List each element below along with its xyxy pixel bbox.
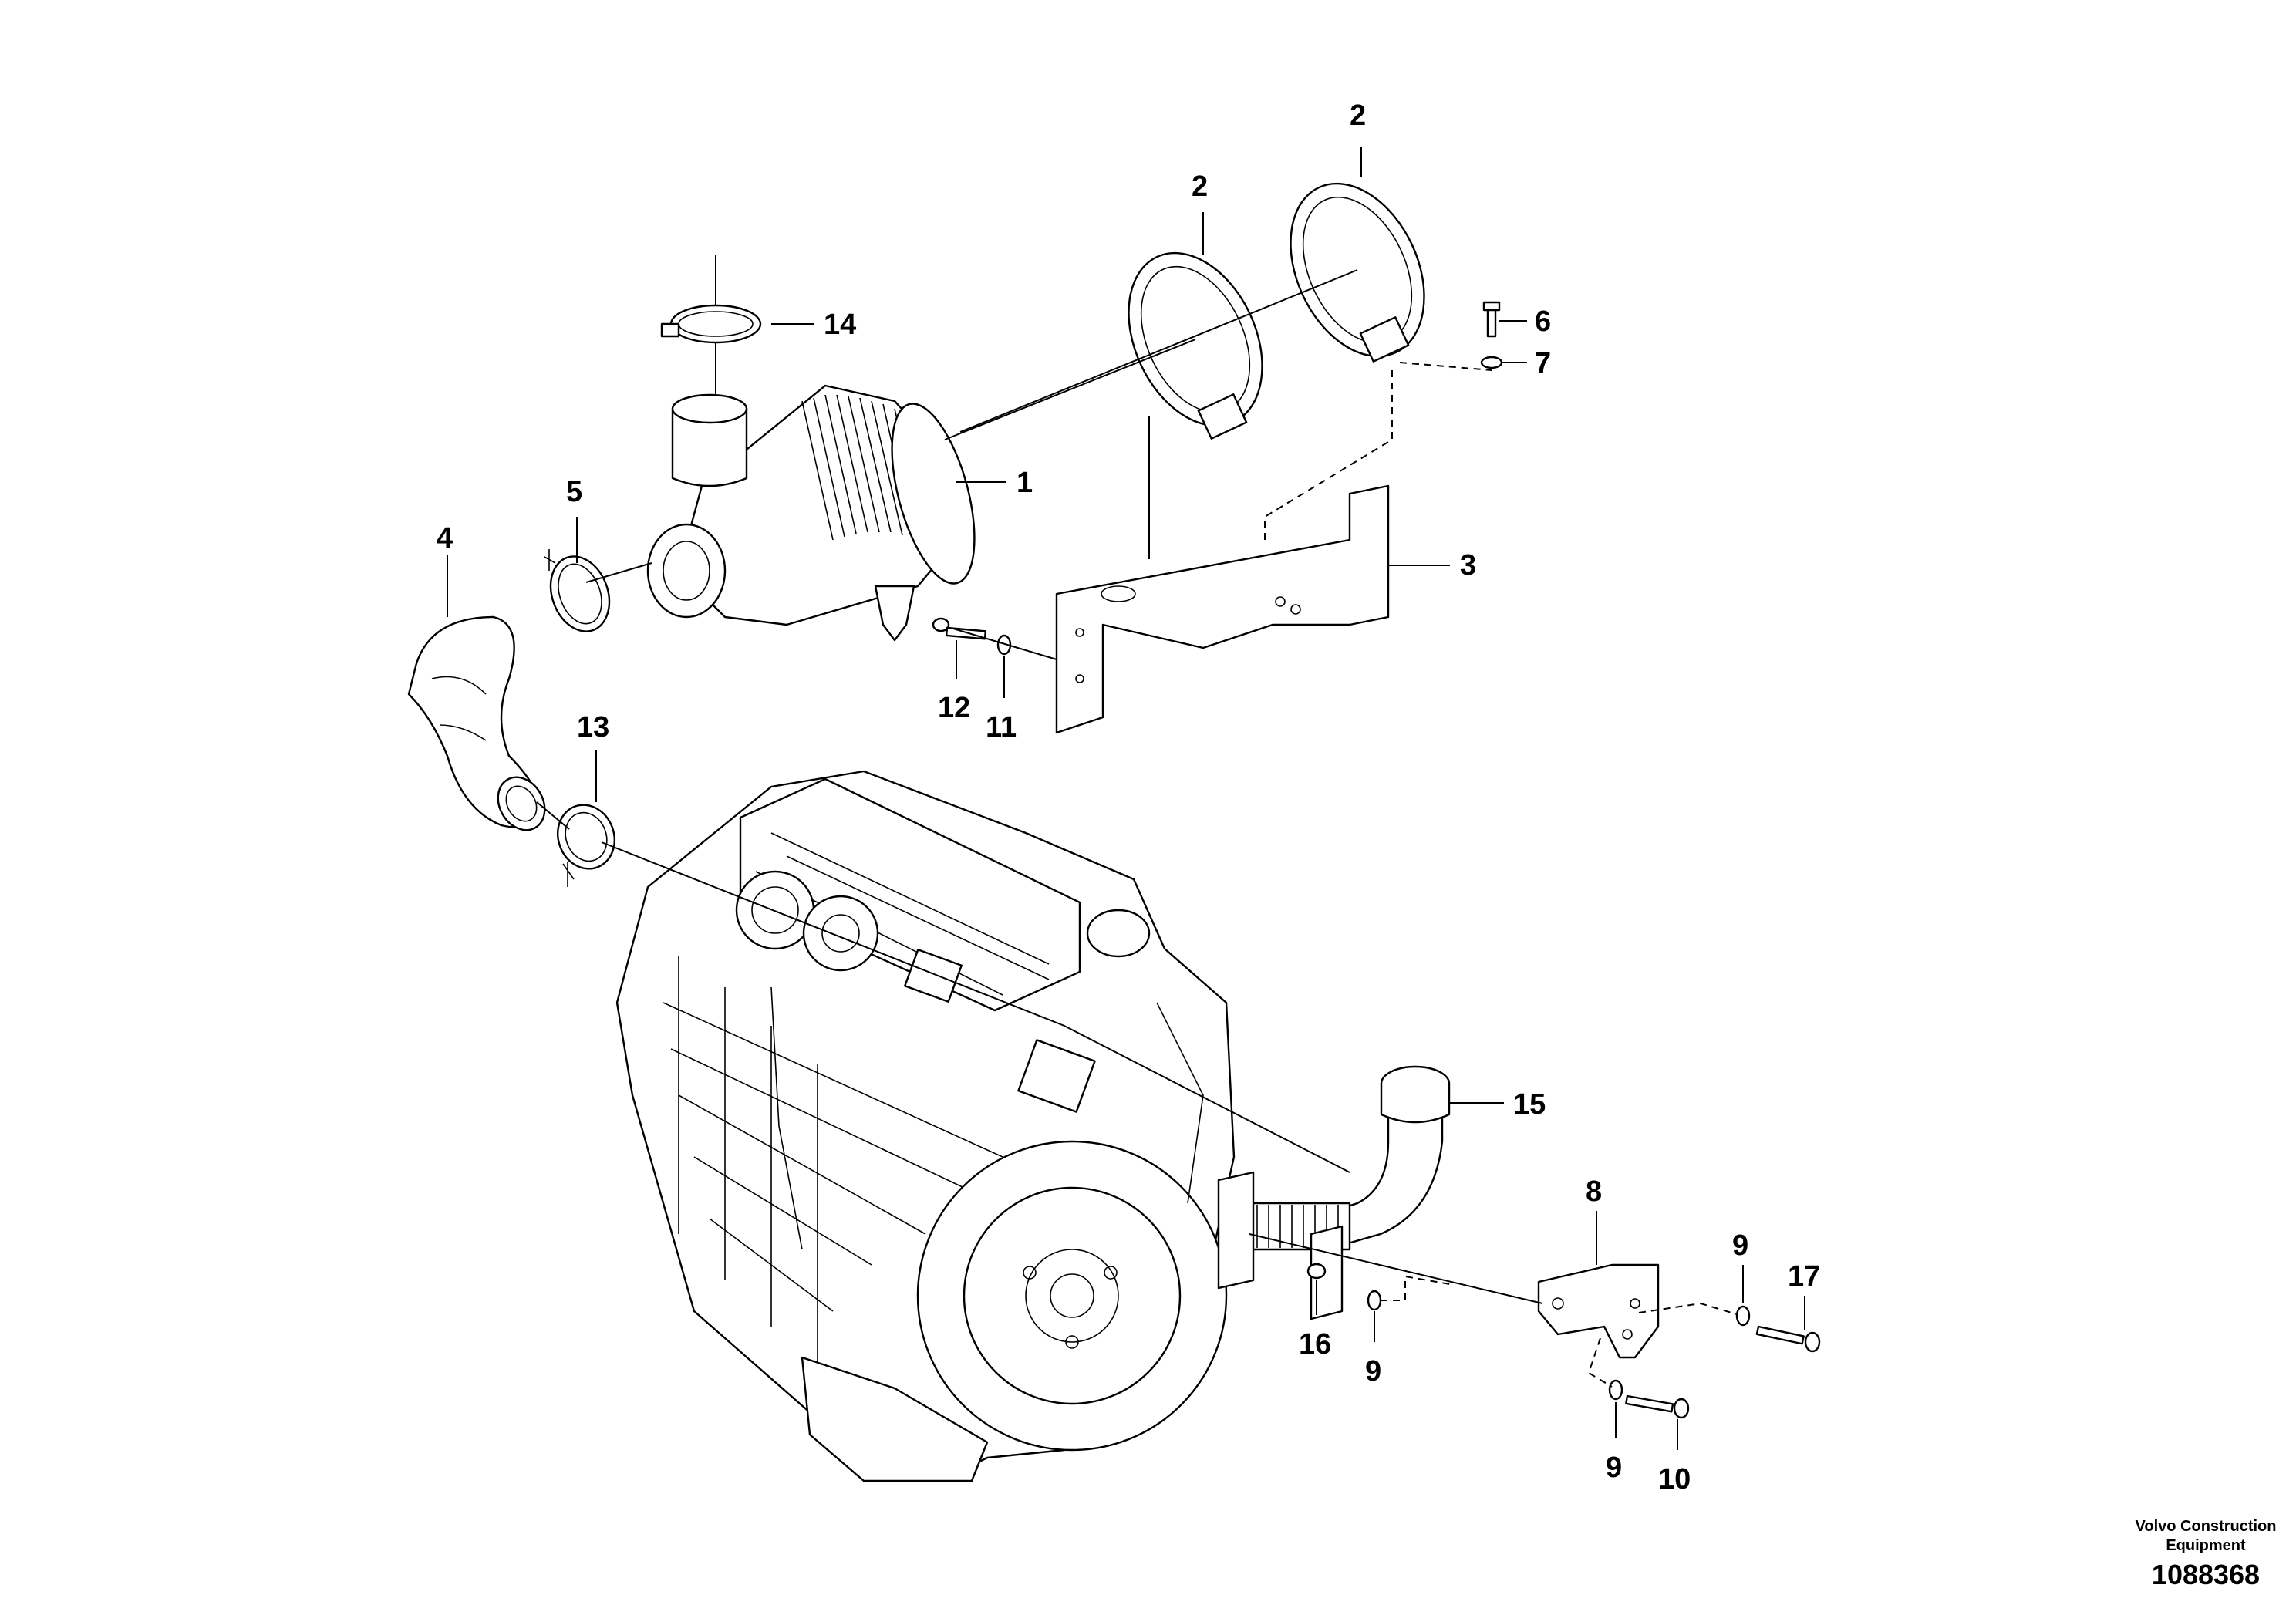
washer-9-bottom — [1608, 1379, 1623, 1401]
callout-14: 14 — [824, 309, 856, 341]
callout-10: 10 — [1658, 1463, 1691, 1496]
callout-labels: 1 2 2 3 4 5 6 7 8 9 9 9 10 11 12 13 14 1… — [437, 99, 1820, 1496]
assembly-lines — [536, 255, 1738, 1388]
exhaust-pipe-15 — [1217, 1065, 1451, 1320]
bracket-3 — [1055, 484, 1390, 734]
washer-9-right — [1735, 1305, 1751, 1327]
callout-4: 4 — [437, 522, 453, 555]
callout-9-right: 9 — [1732, 1229, 1748, 1262]
callout-7: 7 — [1535, 347, 1551, 379]
callout-9-bottom: 9 — [1606, 1452, 1622, 1484]
callout-2-upper: 2 — [1350, 99, 1366, 132]
clamp-13 — [557, 804, 615, 887]
callout-5: 5 — [566, 476, 582, 508]
hose-4 — [407, 615, 546, 831]
clamp-5 — [544, 549, 611, 632]
credit-line-1: Volvo Construction — [2136, 1518, 2277, 1535]
bracket-8 — [1537, 1263, 1660, 1359]
credit-line-2: Equipment — [2166, 1537, 2246, 1554]
callout-1: 1 — [1017, 467, 1033, 499]
callout-12: 12 — [938, 692, 970, 724]
washer-9-left — [1367, 1290, 1382, 1311]
bolt-6 — [1482, 301, 1501, 338]
callout-8: 8 — [1586, 1175, 1602, 1208]
document-number: 1088368 — [2152, 1559, 2260, 1590]
callout-17: 17 — [1788, 1260, 1820, 1293]
callout-3: 3 — [1460, 549, 1476, 582]
callout-9-left: 9 — [1365, 1355, 1381, 1388]
callout-11: 11 — [986, 711, 1017, 744]
callout-6: 6 — [1535, 305, 1551, 338]
callout-2-lower: 2 — [1192, 170, 1208, 203]
callout-15: 15 — [1513, 1088, 1546, 1121]
callout-leaders — [447, 147, 1805, 1450]
washer-11 — [996, 634, 1012, 656]
bolt-16 — [1306, 1263, 1327, 1280]
washer-7 — [1480, 356, 1503, 369]
air-cleaner — [646, 384, 976, 642]
credit-block: Volvo Construction Equipment 1088368 — [2136, 1518, 2277, 1590]
bolt-10 — [1625, 1394, 1690, 1419]
callout-16: 16 — [1299, 1328, 1331, 1361]
clamp-14 — [660, 304, 762, 344]
callout-13: 13 — [577, 711, 609, 744]
bolt-17 — [1755, 1325, 1821, 1353]
engine-illustration — [615, 770, 1236, 1482]
